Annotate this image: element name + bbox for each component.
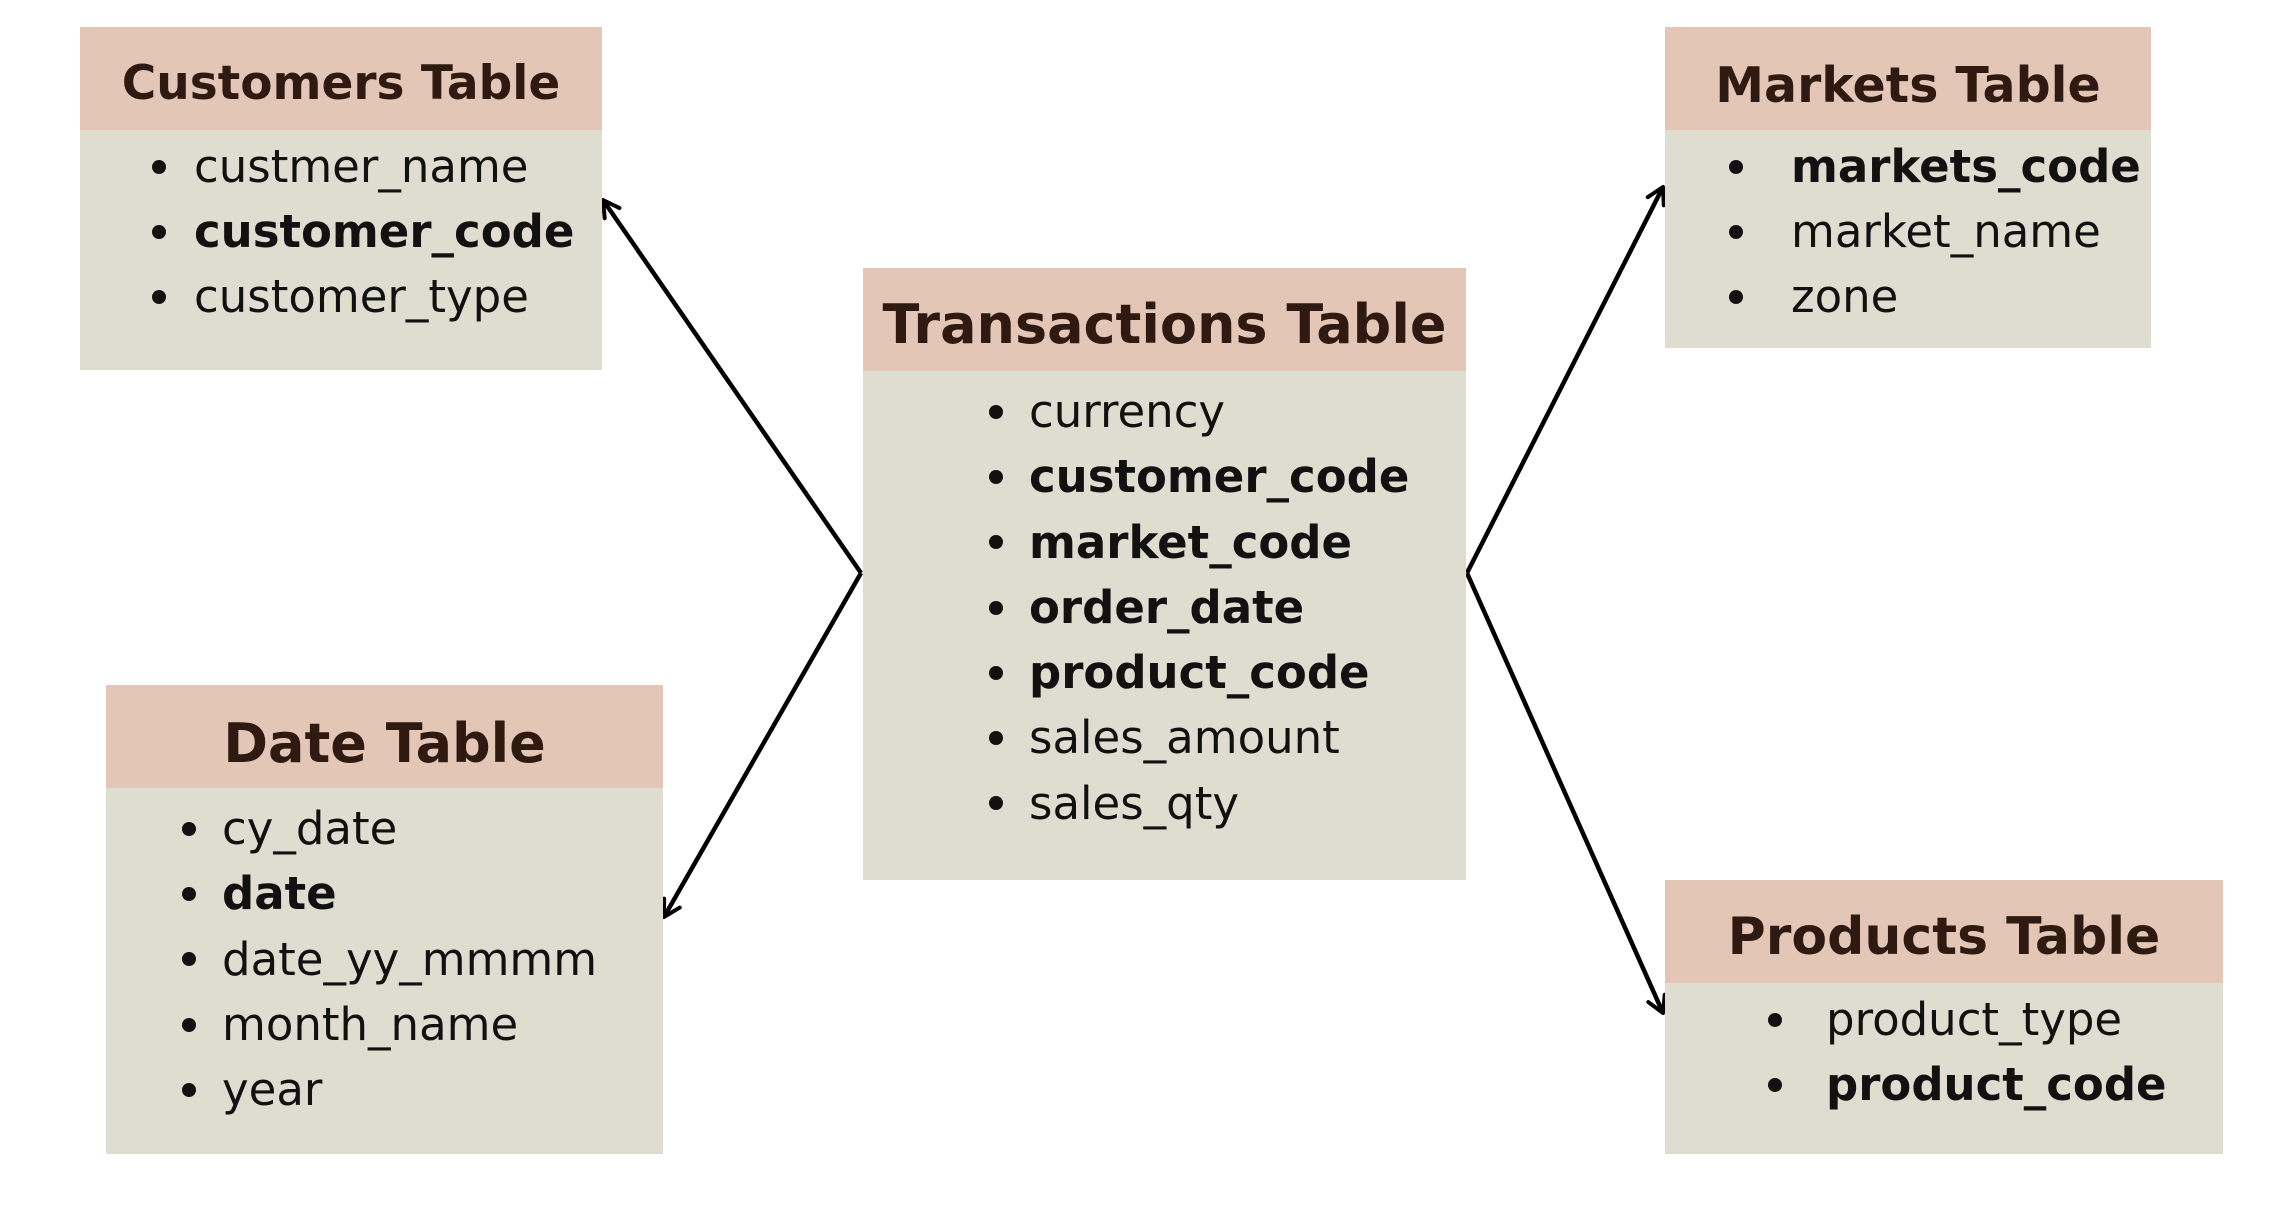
field-label: product_code — [1826, 1058, 2167, 1111]
field-product-code: product_code — [863, 640, 1466, 705]
customers-field-list: custmer_name customer_code customer_type — [80, 130, 602, 329]
field-customer-code: customer_code — [863, 444, 1466, 509]
field-label: custmer_name — [194, 140, 529, 193]
bullet-icon — [989, 796, 1003, 811]
field-custmer-name: custmer_name — [80, 134, 602, 199]
bullet-icon — [1729, 159, 1743, 174]
markets-field-list: markets_code market_name zone — [1665, 130, 2151, 329]
transactions-table: Transactions Table currency customer_cod… — [863, 268, 1466, 880]
field-label: product_type — [1826, 993, 2123, 1046]
field-label: month_name — [222, 997, 519, 1051]
field-order-date: order_date — [863, 575, 1466, 640]
field-label: date — [222, 867, 337, 921]
transactions-table-title: Transactions Table — [863, 268, 1466, 371]
bullet-icon — [1729, 224, 1743, 239]
date-table: Date Table cy_date date date_yy_mmmm mon… — [106, 685, 663, 1154]
field-cy-date: cy_date — [106, 796, 663, 861]
bullet-icon — [182, 1017, 196, 1032]
bullet-icon — [182, 952, 196, 967]
field-label: market_code — [1029, 515, 1353, 569]
field-label: year — [222, 1063, 323, 1117]
bullet-icon — [989, 404, 1003, 419]
bullet-icon — [989, 665, 1003, 680]
markets-table: Markets Table markets_code market_name z… — [1665, 27, 2151, 348]
field-customer-type: customer_type — [80, 264, 602, 329]
bullet-icon — [989, 469, 1003, 484]
bullet-icon — [1768, 1012, 1782, 1027]
field-date-yy-mmmm: date_yy_mmmm — [106, 927, 663, 992]
field-zone: zone — [1665, 264, 2151, 329]
markets-table-title: Markets Table — [1665, 27, 2151, 130]
field-label: sales_amount — [1029, 711, 1340, 765]
date-table-title: Date Table — [106, 685, 663, 788]
customers-table: Customers Table custmer_name customer_co… — [80, 27, 602, 370]
field-sales-amount: sales_amount — [863, 705, 1466, 770]
field-product-code: product_code — [1665, 1052, 2223, 1117]
field-label: zone — [1791, 270, 1899, 323]
field-label: market_name — [1791, 205, 2101, 258]
bullet-icon — [182, 821, 196, 836]
field-markets-code: markets_code — [1665, 134, 2151, 199]
bullet-icon — [182, 886, 196, 901]
field-label: customer_code — [1029, 450, 1410, 504]
customers-table-title: Customers Table — [80, 27, 602, 130]
bullet-icon — [989, 600, 1003, 615]
field-label: product_code — [1029, 646, 1370, 700]
products-field-list: product_type product_code — [1665, 983, 2223, 1117]
bullet-icon — [182, 1082, 196, 1097]
field-customer-code: customer_code — [80, 199, 602, 264]
date-field-list: cy_date date date_yy_mmmm month_name yea… — [106, 788, 663, 1122]
bullet-icon — [152, 224, 166, 239]
field-year: year — [106, 1057, 663, 1122]
field-sales-qty: sales_qty — [863, 771, 1466, 836]
field-product-type: product_type — [1665, 987, 2223, 1052]
bullet-icon — [152, 289, 166, 304]
relationship-arrow-markets — [1464, 185, 1666, 575]
relationship-arrow-date — [662, 571, 863, 919]
products-table-title: Products Table — [1665, 880, 2223, 983]
field-market-name: market_name — [1665, 199, 2151, 264]
field-date: date — [106, 861, 663, 926]
field-label: currency — [1029, 385, 1226, 438]
field-label: customer_code — [194, 205, 575, 258]
field-label: date_yy_mmmm — [222, 932, 598, 986]
field-label: order_date — [1029, 580, 1305, 634]
bullet-icon — [1768, 1077, 1782, 1092]
field-market-code: market_code — [863, 510, 1466, 575]
relationship-arrow-products — [1464, 572, 1667, 1015]
bullet-icon — [989, 535, 1003, 550]
bullet-icon — [989, 731, 1003, 746]
transactions-field-list: currency customer_code market_code order… — [863, 371, 1466, 836]
field-label: cy_date — [222, 802, 398, 855]
field-month-name: month_name — [106, 992, 663, 1057]
field-currency: currency — [863, 379, 1466, 444]
bullet-icon — [152, 159, 166, 174]
bullet-icon — [1729, 289, 1743, 304]
relationship-arrow-customers — [601, 198, 863, 575]
field-label: markets_code — [1791, 140, 2141, 193]
products-table: Products Table product_type product_code — [1665, 880, 2223, 1154]
field-label: sales_qty — [1029, 776, 1239, 830]
field-label: customer_type — [194, 270, 529, 323]
